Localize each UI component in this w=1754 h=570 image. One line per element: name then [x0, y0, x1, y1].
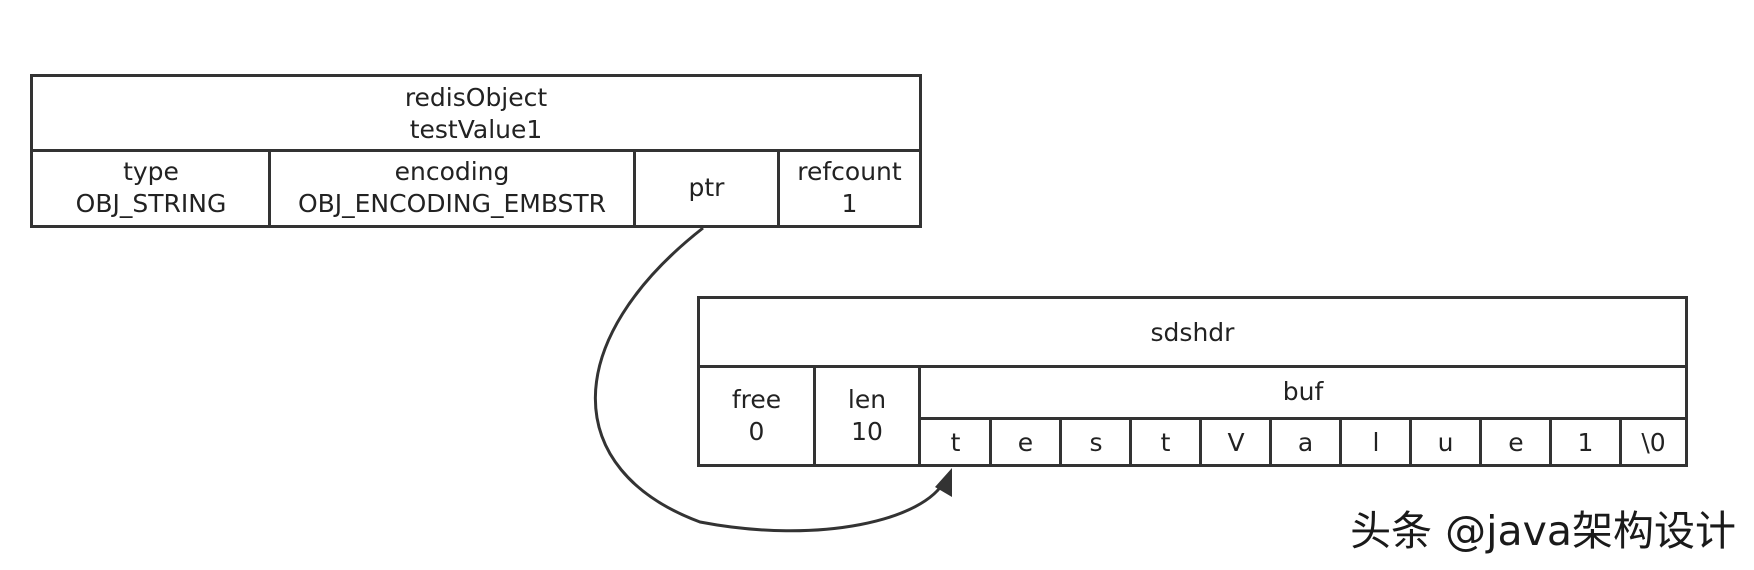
buf-char: \0 — [1641, 427, 1666, 457]
ptr-arrow-head — [935, 468, 952, 497]
buf-char-divider — [1059, 420, 1062, 464]
field-len-name: len — [847, 384, 887, 414]
buf-char: a — [1297, 427, 1314, 457]
sdshdr-header: sdshdr — [700, 299, 1685, 367]
buf-char-divider — [1199, 420, 1202, 464]
buf-char: e — [1508, 427, 1524, 457]
buf-char: l — [1372, 427, 1380, 457]
buf-char: e — [1017, 427, 1034, 457]
field-ptr: ptr — [636, 151, 777, 225]
field-divider — [918, 367, 921, 464]
field-refcount-value: 1 — [841, 189, 858, 218]
buf-char-divider — [1269, 420, 1272, 464]
field-encoding: encoding OBJ_ENCODING_EMBSTR — [271, 151, 633, 225]
buf-char-divider — [1549, 420, 1552, 464]
buf-char-divider — [1479, 420, 1482, 464]
buf-chars: t e s t V a l u e 1 \0 — [921, 420, 1685, 464]
buf-char-divider — [1339, 420, 1342, 464]
field-free-value: 0 — [748, 416, 765, 446]
field-free: free 0 — [700, 367, 813, 464]
buf-char: u — [1437, 427, 1454, 457]
field-encoding-value: OBJ_ENCODING_EMBSTR — [297, 189, 607, 218]
redis-object-subtitle: testValue1 — [409, 115, 543, 144]
watermark: 头条 @java架构设计 — [1350, 507, 1736, 555]
field-len-value: 10 — [851, 416, 883, 446]
field-divider — [633, 151, 636, 225]
redis-object-box: redisObject testValue1 type OBJ_STRING e… — [30, 74, 922, 228]
ptr-arrow-curve — [593, 226, 947, 533]
buf-char-divider — [989, 420, 992, 464]
field-free-name: free — [731, 384, 782, 414]
buf-char-divider — [1129, 420, 1132, 464]
redis-object-header-divider — [33, 149, 919, 152]
redis-object-title: redisObject — [404, 83, 548, 112]
field-buf-label: buf — [921, 367, 1685, 417]
buf-char: V — [1227, 427, 1245, 457]
field-divider — [268, 151, 271, 225]
field-type-name: type — [123, 157, 179, 186]
field-buf-name: buf — [1282, 377, 1324, 406]
buf-char: s — [1089, 427, 1103, 457]
redis-object-header: redisObject testValue1 — [33, 77, 919, 151]
field-len: len 10 — [816, 367, 918, 464]
field-refcount: refcount 1 — [780, 151, 919, 225]
buf-char: t — [950, 427, 961, 457]
field-ptr-name: ptr — [688, 173, 725, 202]
field-refcount-name: refcount — [797, 157, 902, 186]
field-divider — [777, 151, 780, 225]
field-type: type OBJ_STRING — [33, 151, 269, 225]
buf-char-divider — [1409, 420, 1412, 464]
buf-char-divider — [1619, 420, 1622, 464]
buf-char: 1 — [1577, 427, 1594, 457]
sdshdr-box: sdshdr free 0 len 10 buf t e s t V a l u… — [697, 296, 1688, 467]
sdshdr-header-divider — [700, 365, 1685, 368]
field-encoding-name: encoding — [394, 157, 510, 186]
field-type-value: OBJ_STRING — [75, 189, 227, 218]
buf-char: t — [1160, 427, 1171, 457]
buf-divider — [921, 417, 1685, 420]
sdshdr-title: sdshdr — [1150, 318, 1235, 347]
field-divider — [813, 367, 816, 464]
